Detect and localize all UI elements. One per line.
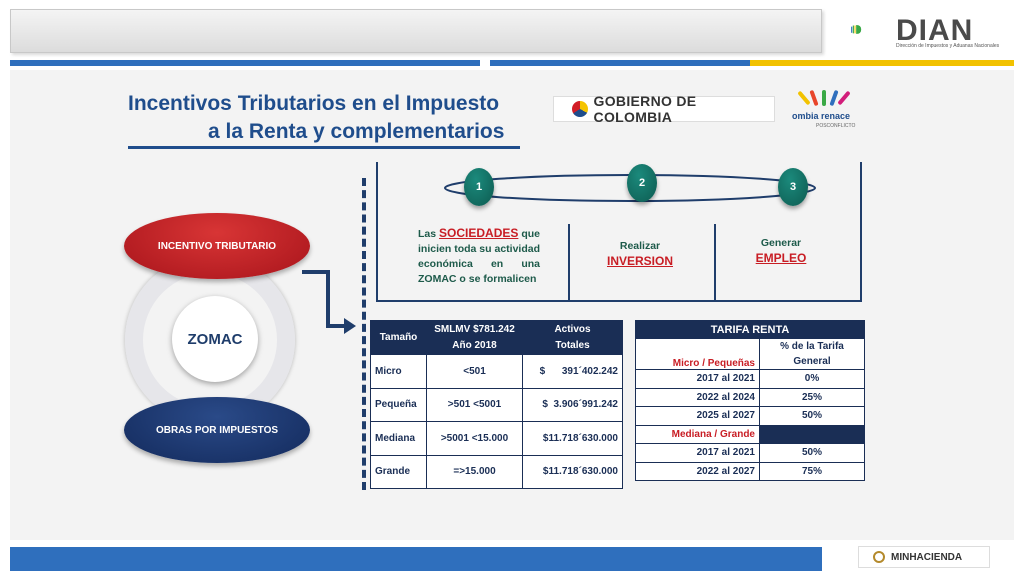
steps-frame <box>376 162 862 302</box>
column-header: Activos Totales <box>522 320 623 355</box>
company-size-table: Tamaño SMLMV $781.242 Año 2018 Activos T… <box>370 320 623 489</box>
step-3-text: Generar EMPLEO <box>755 237 807 265</box>
gobierno-logo: GOBIERNO DE COLOMBIA <box>553 93 775 125</box>
table-row: 2022 al 2027 75% <box>635 461 865 481</box>
minhacienda-logo: MINHACIENDA <box>858 546 990 568</box>
minhacienda-label: MINHACIENDA <box>891 551 963 563</box>
column-header: SMLMV $781.242 Año 2018 <box>426 320 523 355</box>
step-3-circle: 3 <box>778 168 808 206</box>
table-row: 2022 al 2024 25% <box>635 387 865 407</box>
renace-logo: ombia renace POSCONFLICTO <box>792 84 864 132</box>
zomac-circle: ZOMAC <box>172 296 258 382</box>
title-line2: a la Renta y complementarios <box>208 120 505 143</box>
renace-sub: POSCONFLICTO <box>816 123 856 129</box>
top-banner <box>10 9 822 53</box>
step-divider <box>568 224 570 300</box>
step-2-circle: 2 <box>627 164 657 202</box>
dian-logo-icon <box>851 24 862 34</box>
dian-name: DIAN <box>896 14 974 47</box>
step-2-text: Realizar INVERSION <box>606 240 673 268</box>
arrow-right-icon <box>302 270 356 334</box>
dian-subtitle: Dirección de Impuestos y Aduanas Naciona… <box>896 43 1000 49</box>
page-title: Incentivos Tributarios en el Impuesto a … <box>128 90 528 146</box>
table-row: Micro <501 $ 391´402.242 <box>370 354 623 389</box>
bottom-banner <box>10 547 822 571</box>
colombia-seal-icon <box>572 101 588 117</box>
gobierno-label: GOBIERNO DE COLOMBIA <box>593 93 697 125</box>
table-row: Mediana / Grande <box>635 424 865 444</box>
renace-name: ombia renace <box>792 111 851 121</box>
table-row: Mediana >5001 <15.000 $11.718´630.000 <box>370 421 623 456</box>
section-label: Mediana / Grande <box>635 424 760 444</box>
column-header: Tamaño <box>370 320 427 355</box>
table-row: 2017 al 2021 0% <box>635 369 865 389</box>
step-1-circle: 1 <box>464 168 494 206</box>
seal-icon <box>873 551 885 563</box>
table-row: Micro / Pequeñas % de la Tarifa General <box>635 338 865 370</box>
incentivo-tributario-pill: INCENTIVO TRIBUTARIO <box>124 213 310 279</box>
tax-rate-table: TARIFA RENTA Micro / Pequeñas % de la Ta… <box>635 320 865 481</box>
step-divider <box>714 224 716 300</box>
color-stripes <box>10 60 1014 66</box>
step-1-text: Las SOCIEDADES que inicien toda su activ… <box>418 226 540 285</box>
title-line1: Incentivos Tributarios en el Impuesto <box>128 92 500 115</box>
table-row: 2025 al 2027 50% <box>635 406 865 426</box>
table-row: Grande =>15.000 $11.718´630.000 <box>370 454 623 489</box>
title-underline <box>128 146 520 149</box>
obras-por-impuestos-pill: OBRAS POR IMPUESTOS <box>124 397 310 463</box>
rate-table-title: TARIFA RENTA <box>635 320 865 339</box>
column-header: % de la Tarifa General <box>759 338 865 370</box>
table-row: 2017 al 2021 50% <box>635 443 865 463</box>
dashed-separator <box>362 178 366 490</box>
table-row: Pequeña >501 <5001 $ 3.906´991.242 <box>370 387 623 422</box>
renace-rays-icon <box>797 84 854 107</box>
section-label: Micro / Pequeñas <box>635 338 760 370</box>
